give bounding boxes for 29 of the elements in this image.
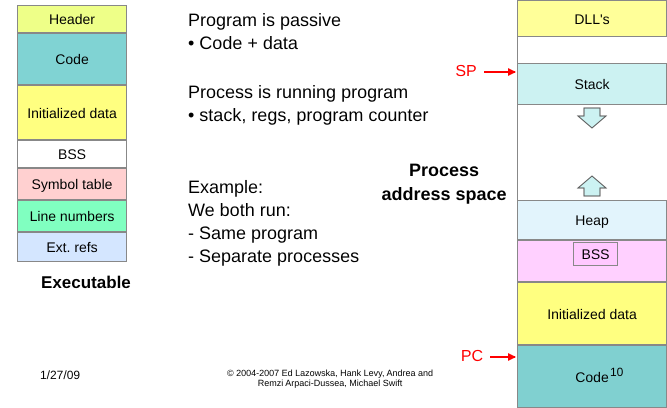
slide-number: 10 — [610, 365, 624, 379]
note-text: Program is passive — [188, 10, 342, 31]
date-text: 1/27/09 — [40, 368, 80, 382]
note-text: We both run: — [188, 200, 291, 221]
symbol-table-segment: Symbol table — [17, 168, 127, 200]
bss-segment: BSS — [17, 140, 127, 168]
note-text: Example: — [188, 177, 264, 198]
note-text: - Separate processes — [188, 246, 360, 267]
code-segment: Code — [17, 33, 127, 85]
data-segment: Initialized data — [17, 85, 127, 140]
heading-text: Process address space — [380, 159, 508, 206]
stack-region: Stack — [517, 63, 667, 105]
note-text: - Same program — [188, 223, 318, 244]
data-region: Initialized data — [517, 282, 667, 345]
line-numbers-segment: Line numbers — [17, 200, 127, 232]
dll-region: DLL's — [517, 0, 667, 37]
bullet-text: • Code + data — [188, 33, 298, 54]
arrow — [484, 68, 516, 76]
bullet-text: • stack, regs, program counter — [188, 105, 428, 126]
copyright-text: © 2004-2007 Ed Lazowska, Hank Levy, Andrea and Remzi Arpaci-Dussea, Michael Swift — [226, 368, 434, 388]
heap-region: Heap — [517, 200, 667, 240]
header-segment: Header — [17, 5, 127, 33]
stack-pointer-label: SP — [450, 62, 482, 82]
caption-text: Executable — [41, 273, 131, 293]
program-counter-label: PC — [456, 347, 488, 367]
note-text: Process is running program — [188, 82, 408, 103]
arrow — [490, 353, 516, 361]
ext-refs-segment: Ext. refs — [17, 232, 127, 262]
bss-region: BSS — [573, 242, 618, 266]
